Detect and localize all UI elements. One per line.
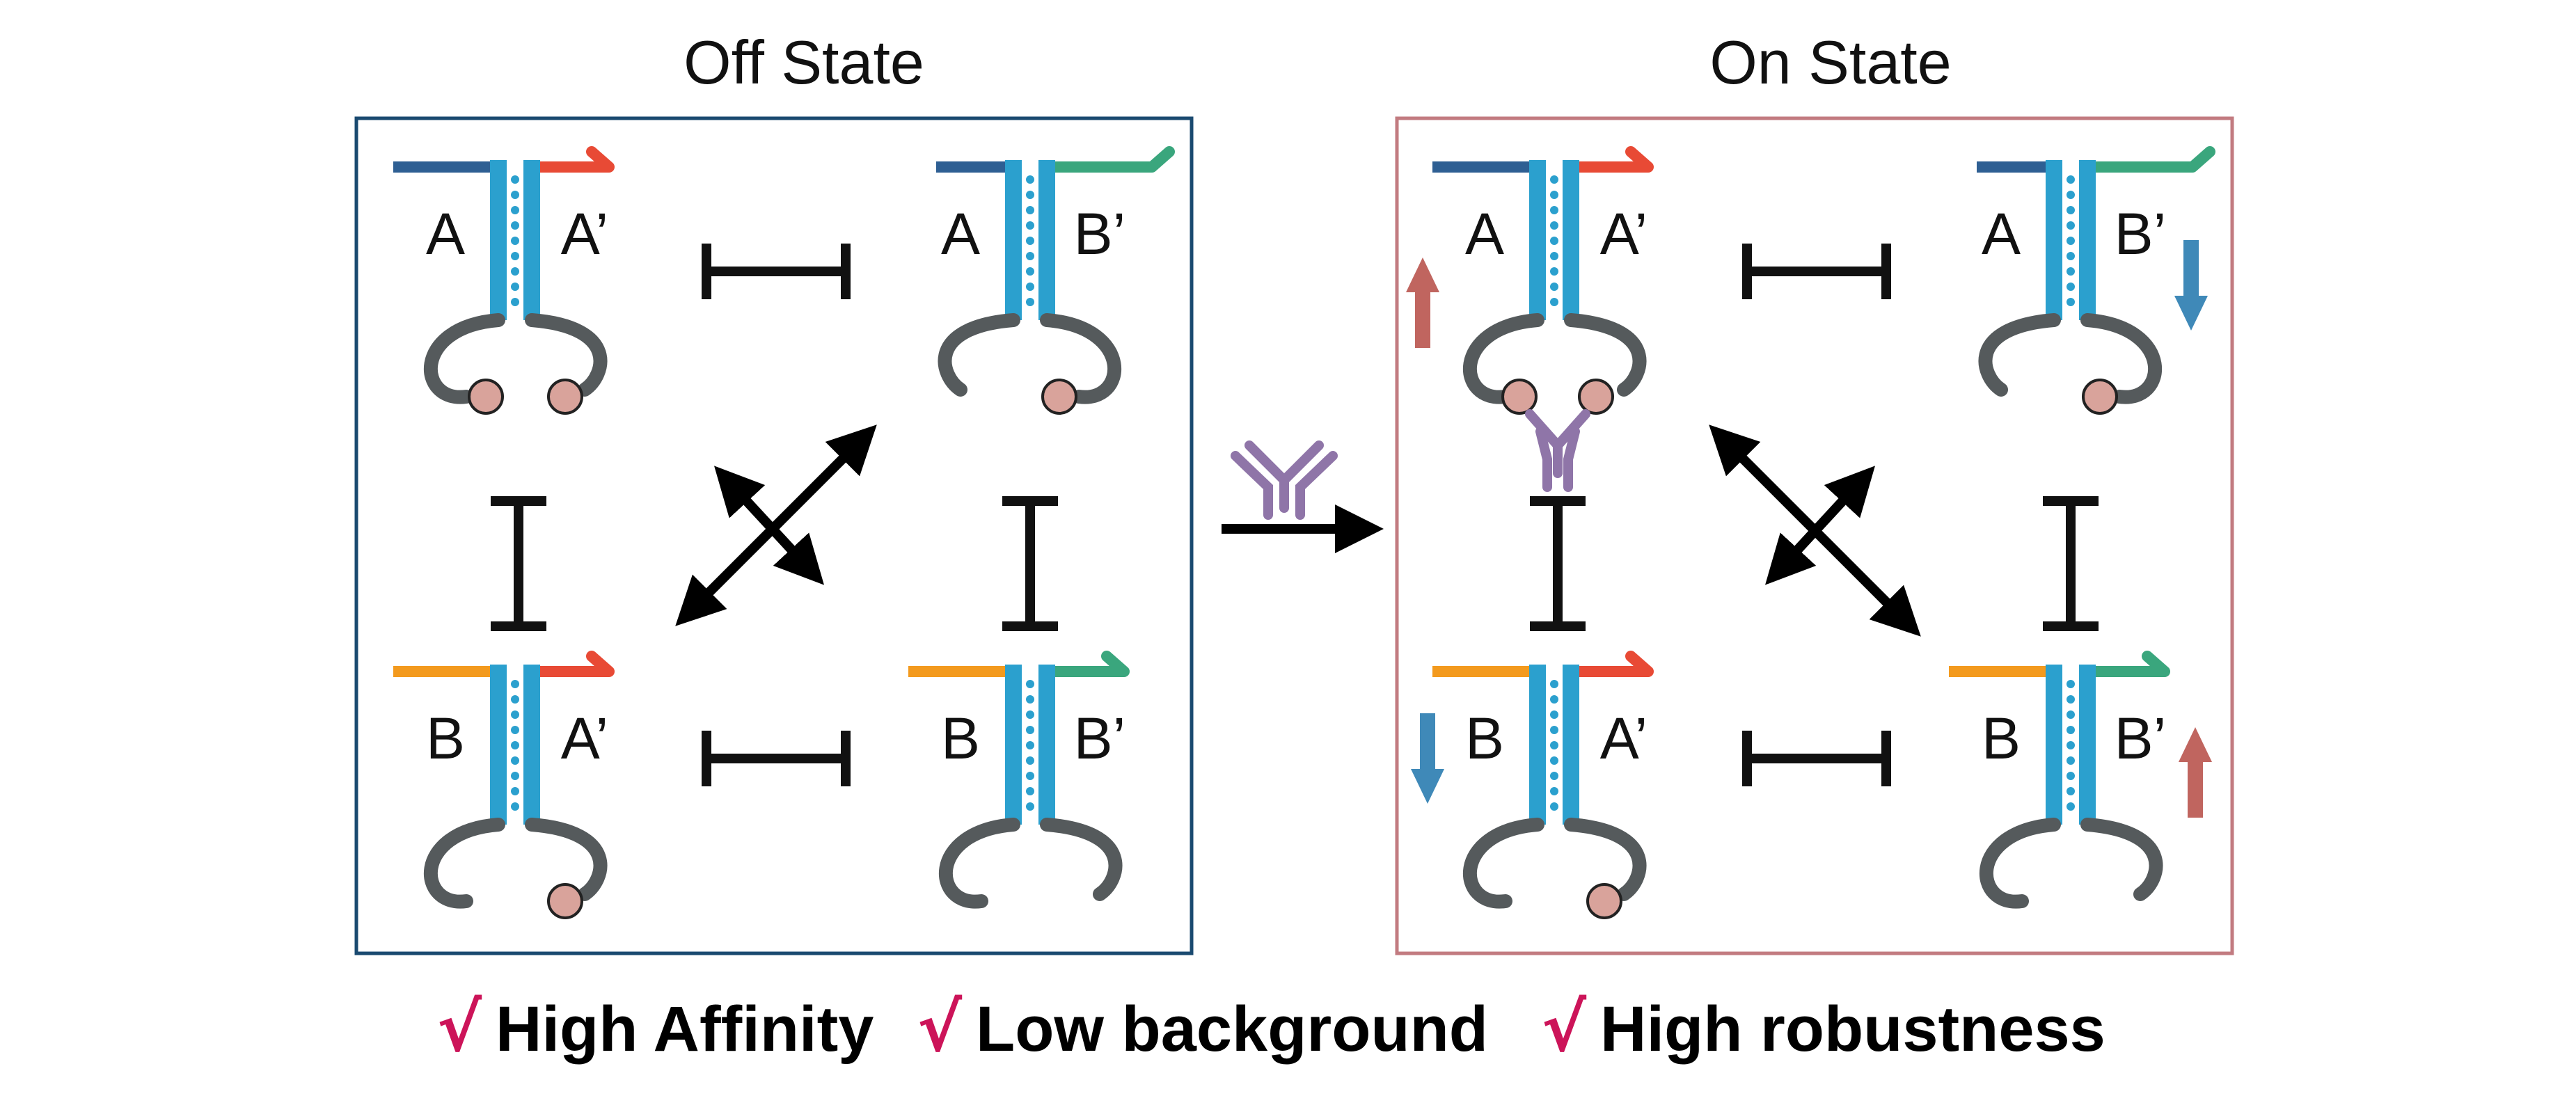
bead bbox=[547, 883, 583, 919]
arrow-tip bbox=[1146, 146, 1175, 173]
feature-high-affinity: High Affinity bbox=[496, 994, 874, 1065]
inhibition-bar-icon bbox=[2043, 496, 2099, 631]
probe-b-b-prime: B B’ bbox=[908, 651, 1130, 902]
inhibition-bar-icon bbox=[1742, 244, 1891, 299]
strand-label-a-prime: A’ bbox=[561, 706, 608, 771]
strand-label-b-prime: B’ bbox=[2115, 706, 2167, 771]
check-icon: √ bbox=[437, 989, 482, 1067]
antibody-icon bbox=[1231, 440, 1338, 520]
probe-a-b-prime bbox=[1977, 160, 2192, 415]
bead bbox=[2082, 379, 2118, 415]
strand-label-b-prime: B’ bbox=[1074, 706, 1126, 771]
probe-a-b-prime bbox=[936, 160, 1152, 415]
strand-label-a-prime: A’ bbox=[1600, 201, 1647, 267]
strand-label-a: A bbox=[426, 201, 465, 267]
probe-a-a-prime-bound: A A’ bbox=[1432, 146, 1654, 492]
probe-b-a-prime: B A’ bbox=[393, 651, 615, 919]
inhibition-bar-icon bbox=[1530, 496, 1586, 631]
antibody-icon bbox=[1525, 409, 1590, 492]
off-state-panel bbox=[354, 116, 1194, 955]
bead bbox=[1041, 379, 1077, 415]
strand-label-a-prime: A’ bbox=[561, 201, 608, 267]
feature-high-robustness: High robustness bbox=[1600, 994, 2105, 1065]
off-state-title: Off State bbox=[683, 28, 924, 97]
strand-label-b: B bbox=[1465, 706, 1504, 771]
bead bbox=[1586, 883, 1622, 919]
on-state-panel bbox=[1395, 116, 2234, 955]
bead bbox=[468, 379, 504, 415]
double-arrow-icon bbox=[714, 466, 824, 585]
bead bbox=[1578, 379, 1614, 415]
double-arrow-icon bbox=[675, 424, 877, 626]
up-arrow-icon bbox=[2179, 727, 2212, 818]
feature-list: √ High Affinity √ Low background √ High … bbox=[437, 989, 2105, 1067]
strand-label-a: A bbox=[1465, 201, 1504, 267]
strand-label-b: B bbox=[1982, 706, 2021, 771]
strand-label-b-prime: B’ bbox=[2115, 201, 2167, 267]
arrow-tip bbox=[2187, 146, 2215, 173]
on-state-title: On State bbox=[1709, 28, 1951, 97]
up-arrow-icon bbox=[1406, 257, 1439, 348]
probe-b-a-prime: B A’ bbox=[1432, 651, 1654, 919]
probe-b-b-prime: B B’ bbox=[1949, 651, 2170, 902]
check-icon: √ bbox=[917, 989, 963, 1067]
strand-label-b: B bbox=[426, 706, 465, 771]
inhibition-bar-icon bbox=[702, 731, 851, 786]
down-arrow-icon bbox=[2174, 240, 2208, 331]
inhibition-bar-icon bbox=[1742, 731, 1891, 786]
check-icon: √ bbox=[1542, 989, 1587, 1067]
strand-label-b-prime: B’ bbox=[1074, 201, 1126, 267]
bead bbox=[1501, 379, 1538, 415]
inhibition-bar-icon bbox=[702, 244, 851, 299]
probe-a-a-prime: A A’ bbox=[393, 146, 615, 415]
strand-label-a-prime: A’ bbox=[1600, 706, 1647, 771]
strand-label-a: A bbox=[1982, 201, 2021, 267]
feature-low-background: Low background bbox=[976, 994, 1488, 1065]
inhibition-bar-icon bbox=[1002, 496, 1058, 631]
strand-label-a: A bbox=[941, 201, 980, 267]
down-arrow-icon bbox=[1411, 713, 1444, 804]
bead bbox=[547, 379, 583, 415]
double-arrow-icon bbox=[1765, 466, 1875, 585]
strand-label-b: B bbox=[941, 706, 980, 771]
inhibition-bar-icon bbox=[491, 496, 546, 631]
